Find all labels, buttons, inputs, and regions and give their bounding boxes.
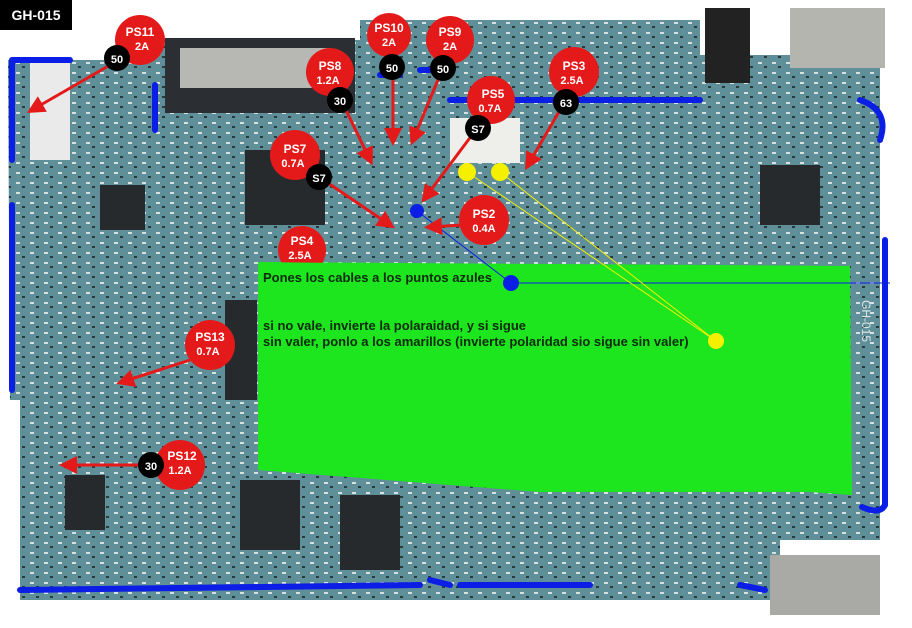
svg-text:PS11: PS11 bbox=[126, 25, 155, 39]
svg-text:0.7A: 0.7A bbox=[196, 346, 219, 358]
svg-text:PS3: PS3 bbox=[563, 59, 586, 73]
label-ps11: PS11 2A 50 bbox=[104, 15, 165, 71]
chip bbox=[240, 480, 300, 550]
guide-lines bbox=[416, 171, 890, 342]
connector bbox=[30, 60, 70, 160]
note-box-overlap bbox=[258, 262, 340, 280]
svg-text:2.5A: 2.5A bbox=[288, 250, 311, 262]
svg-text:PS4: PS4 bbox=[291, 234, 314, 248]
svg-text:PS2: PS2 bbox=[473, 207, 496, 221]
label-ps13: PS13 0.7A bbox=[185, 320, 235, 370]
chip bbox=[100, 185, 145, 230]
svg-text:2A: 2A bbox=[443, 41, 457, 53]
note-line-2: si no vale, invierte la polaraidad, y si… bbox=[263, 318, 526, 333]
note-line-3: sin valer, ponlo a los amarillos (invier… bbox=[263, 334, 689, 349]
chip bbox=[65, 475, 105, 530]
connector bbox=[790, 8, 885, 68]
red-arrows bbox=[26, 63, 562, 474]
label-ps3: PS3 2.5A 63 bbox=[549, 47, 599, 115]
yellow-point-1 bbox=[458, 163, 476, 181]
instruction-note-box bbox=[258, 262, 852, 495]
yellow-point-2 bbox=[491, 163, 509, 181]
svg-text:PS10: PS10 bbox=[374, 21, 404, 35]
svg-text:PS13: PS13 bbox=[195, 330, 225, 344]
connector bbox=[705, 8, 750, 83]
svg-text:30: 30 bbox=[334, 96, 346, 108]
chip bbox=[340, 495, 400, 570]
label-ps9: PS9 2A 50 bbox=[426, 16, 474, 81]
svg-text:30: 30 bbox=[145, 461, 157, 473]
note-line-1: Pones los cables a los puntos azules bbox=[263, 270, 492, 285]
card-slot-shield bbox=[180, 48, 330, 88]
svg-text:PS12: PS12 bbox=[167, 449, 197, 463]
svg-text:1.2A: 1.2A bbox=[168, 465, 191, 477]
svg-text:S7: S7 bbox=[312, 173, 325, 185]
blue-point bbox=[503, 275, 519, 291]
svg-text:50: 50 bbox=[437, 64, 449, 76]
yellow-point bbox=[708, 333, 724, 349]
blue-point-source bbox=[410, 204, 424, 218]
svg-text:PS9: PS9 bbox=[439, 25, 462, 39]
svg-text:50: 50 bbox=[111, 54, 123, 66]
board-id-tag bbox=[0, 0, 72, 30]
svg-text:PS8: PS8 bbox=[319, 59, 342, 73]
board-silkscreen-id: GH-015 bbox=[859, 300, 873, 342]
label-ps4: PS4 2.5A bbox=[278, 226, 326, 274]
label-ps12: PS12 1.2A 30 bbox=[138, 440, 205, 490]
label-ps8: PS8 1.2A 30 bbox=[306, 48, 354, 113]
svg-text:PS5: PS5 bbox=[482, 87, 505, 101]
board-id-text: GH-015 bbox=[11, 7, 60, 23]
label-ps2: PS2 0.4A bbox=[459, 195, 509, 245]
svg-text:0.7A: 0.7A bbox=[478, 103, 501, 115]
svg-text:2A: 2A bbox=[382, 37, 396, 49]
chip bbox=[760, 165, 820, 225]
svg-text:S7: S7 bbox=[471, 124, 484, 136]
connector bbox=[770, 555, 880, 615]
label-ps7: PS7 0.7A S7 bbox=[270, 130, 332, 190]
svg-text:63: 63 bbox=[560, 98, 572, 110]
svg-text:2A: 2A bbox=[135, 41, 149, 53]
svg-text:2.5A: 2.5A bbox=[560, 75, 583, 87]
svg-text:1.2A: 1.2A bbox=[316, 75, 339, 87]
svg-text:0.4A: 0.4A bbox=[472, 223, 495, 235]
svg-text:50: 50 bbox=[386, 63, 398, 75]
label-ps5: PS5 0.7A S7 bbox=[465, 76, 515, 141]
label-ps10: PS10 2A 50 bbox=[367, 13, 411, 80]
svg-text:0.7A: 0.7A bbox=[281, 158, 304, 170]
svg-text:PS7: PS7 bbox=[284, 142, 307, 156]
